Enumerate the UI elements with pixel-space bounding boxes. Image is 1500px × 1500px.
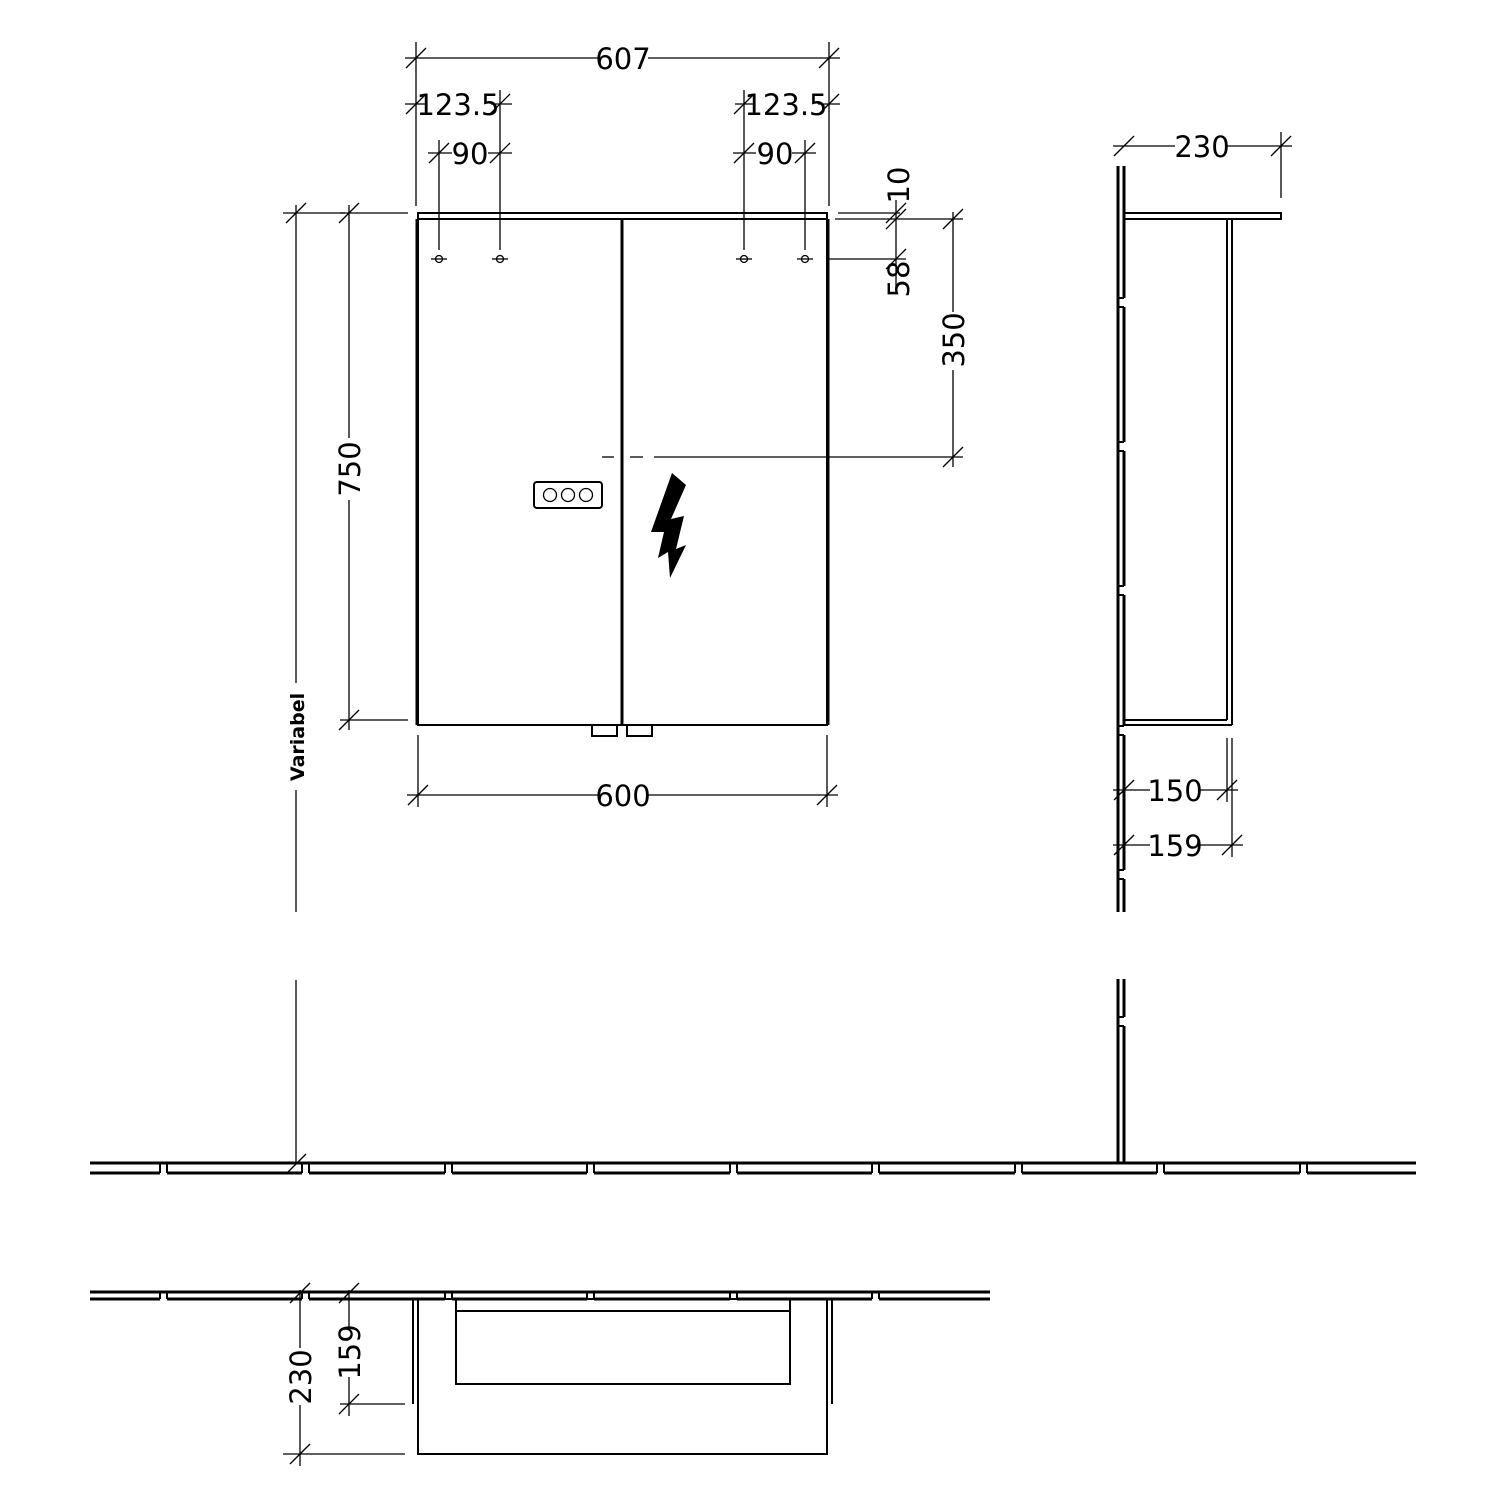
side-top-plate bbox=[1123, 212, 1282, 220]
hole-drop-label: 58 bbox=[882, 261, 916, 298]
dimension-side-150: 150 bbox=[1113, 738, 1238, 808]
dimension-plan-230: 230 bbox=[283, 1282, 405, 1466]
width-body-label: 600 bbox=[595, 779, 650, 813]
hole-spacing-left-label: 90 bbox=[452, 137, 489, 171]
floor-line bbox=[90, 1161, 1416, 1175]
width-overall-label: 607 bbox=[595, 42, 650, 76]
socket-outlet bbox=[533, 481, 603, 509]
dimension-90-right: 90 bbox=[733, 137, 816, 250]
wall-section bbox=[1116, 166, 1126, 1163]
dimension-side-230: 230 bbox=[1113, 130, 1292, 198]
top-gap-label: 10 bbox=[882, 167, 916, 204]
side-depth-body-label: 150 bbox=[1147, 774, 1202, 808]
wall-height-label: Variabel bbox=[287, 693, 309, 781]
plan-top-plate bbox=[417, 1298, 828, 1455]
mounting-holes bbox=[431, 254, 813, 264]
dimension-side-159: 159 bbox=[1113, 738, 1243, 863]
plan-cabinet-body bbox=[455, 1298, 791, 1385]
dimension-top-gap: 10 bbox=[835, 167, 963, 290]
hole-spacing-right-label: 90 bbox=[757, 137, 794, 171]
door-foot bbox=[591, 724, 618, 737]
plan-view: 230 159 bbox=[90, 1282, 990, 1466]
dimension-123-5-left: 123.5 bbox=[405, 88, 512, 250]
dimension-607: 607 bbox=[405, 42, 840, 206]
mount-offset-right-label: 123.5 bbox=[744, 88, 827, 122]
height-label: 750 bbox=[333, 441, 367, 496]
socket-height-label: 350 bbox=[937, 312, 971, 367]
dimension-socket-height: 350 bbox=[937, 208, 971, 468]
dimension-hole-drop: 58 bbox=[828, 248, 916, 298]
dimension-plan-159: 159 bbox=[333, 1282, 405, 1416]
door-foot bbox=[626, 724, 653, 737]
lightning-bolt-icon bbox=[651, 473, 686, 578]
dimension-750: 750 bbox=[333, 202, 408, 731]
plan-wall bbox=[90, 1290, 990, 1301]
dimension-90-left: 90 bbox=[428, 137, 512, 250]
plan-depth-label: 230 bbox=[284, 1349, 318, 1404]
side-view: 230 150 159 bbox=[1113, 130, 1292, 1163]
dimension-variabel: Variabel bbox=[283, 202, 345, 1175]
side-depth-top-label: 230 bbox=[1174, 130, 1229, 164]
plan-body-depth-label: 159 bbox=[333, 1324, 367, 1379]
dimension-123-5-right: 123.5 bbox=[733, 88, 840, 250]
mount-offset-left-label: 123.5 bbox=[416, 88, 499, 122]
side-depth-overall-label: 159 bbox=[1147, 829, 1202, 863]
front-view: 607 123.5 90 123.5 bbox=[283, 42, 971, 1175]
dimension-600: 600 bbox=[407, 735, 838, 813]
